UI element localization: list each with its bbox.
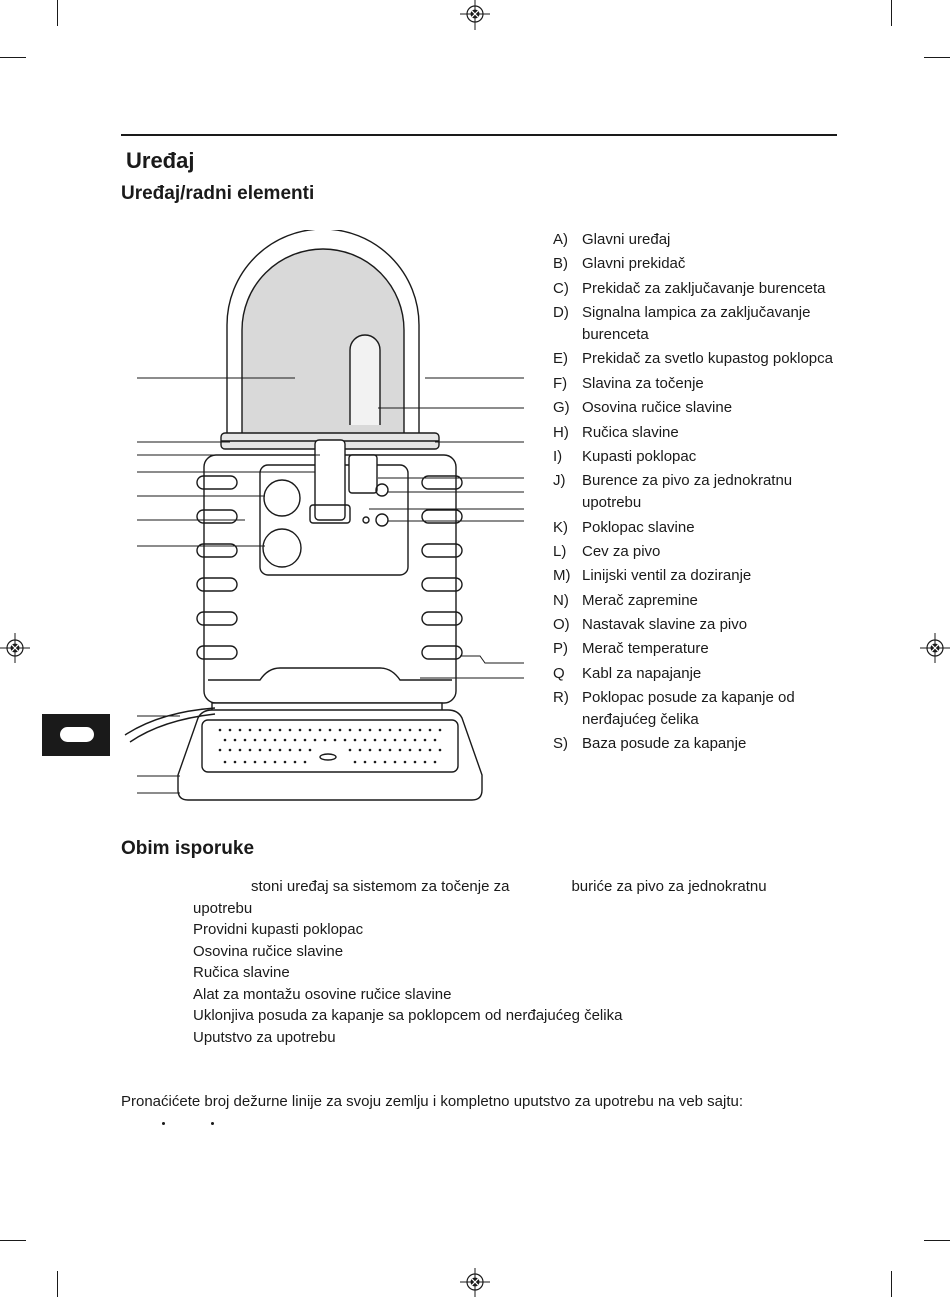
header-rule — [121, 134, 837, 136]
parts-list-item: O)Nastavak slavine za pivo — [553, 616, 748, 634]
crop-mark — [57, 1271, 58, 1297]
parts-list-item: A)Glavni uređaj — [553, 231, 671, 248]
section-title: Uređaj — [126, 148, 195, 173]
delivery-title: Obim isporuke — [121, 838, 255, 859]
device-illustration — [124, 230, 524, 801]
delivery-item: Uputstvo za upotrebu — [193, 1028, 336, 1046]
delivery-item: Providni kupasti poklopac — [193, 921, 364, 938]
delivery-item: Ručica slavine — [193, 964, 290, 981]
crop-mark — [0, 57, 26, 58]
parts-list: A)Glavni uređaj B)Glavni prekidač C)Prek… — [553, 229, 843, 758]
registration-mark-left — [0, 633, 30, 663]
language-tab-pill — [60, 727, 94, 742]
language-tab — [42, 714, 110, 756]
registration-mark-top — [460, 0, 490, 30]
crop-mark — [0, 1240, 26, 1241]
parts-list-item: D)Signalna lampica za zaključavanje bure… — [553, 304, 811, 343]
parts-list-item: S)Baza posude za kapanje — [553, 735, 747, 753]
crop-mark — [924, 57, 950, 58]
subsection-title: Uređaj/radni elementi — [121, 183, 315, 204]
registration-mark-right — [920, 633, 950, 663]
hotline-text: Pronaćićete broj dežurne linije za svoju… — [121, 1093, 744, 1110]
bullet-dot — [162, 1122, 165, 1125]
parts-list-item: N)Merač zapremine — [553, 591, 698, 609]
parts-list-item: C)Prekidač za zaključavanje burenceta — [553, 279, 826, 297]
parts-list-item: L)Cev za pivo — [553, 542, 661, 560]
delivery-item: Uklonjiva posuda za kapanje sa poklopcem… — [193, 1007, 623, 1024]
crop-mark — [924, 1240, 950, 1241]
parts-list-item: B)Glavni prekidač — [553, 255, 686, 273]
parts-list-item: J)Burence za pivo za jednokratnu upotreb… — [553, 472, 793, 512]
delivery-item: Alat za montažu osovine ručice slavine — [193, 985, 452, 1003]
parts-list-item: P)Merač temperature — [553, 640, 709, 658]
crop-mark — [891, 1271, 892, 1297]
parts-list-item: I)Kupasti poklopac — [553, 447, 697, 465]
parts-list-item: F)Slavina za točenje — [553, 374, 704, 392]
registration-mark-bottom — [460, 1268, 490, 1297]
parts-list-item: H)Ručica slavine — [553, 423, 679, 441]
parts-list-item: M)Linijski ventil za doziranje — [553, 567, 752, 585]
parts-list-item: G)Osovina ručice slavine — [553, 399, 733, 417]
parts-list-item: K)Poklopac slavine — [553, 518, 695, 536]
parts-list-item: R)Poklopac posude za kapanje od nerđajuć… — [553, 689, 795, 729]
crop-mark — [891, 0, 892, 26]
delivery-item: Osovina ručice slavine — [193, 942, 344, 960]
parts-list-item: E)Prekidač za svetlo kupastog poklopca — [553, 350, 833, 368]
crop-mark — [57, 0, 58, 26]
delivery-item-cont: upotrebu — [193, 899, 253, 917]
bullet-dot — [211, 1122, 214, 1125]
